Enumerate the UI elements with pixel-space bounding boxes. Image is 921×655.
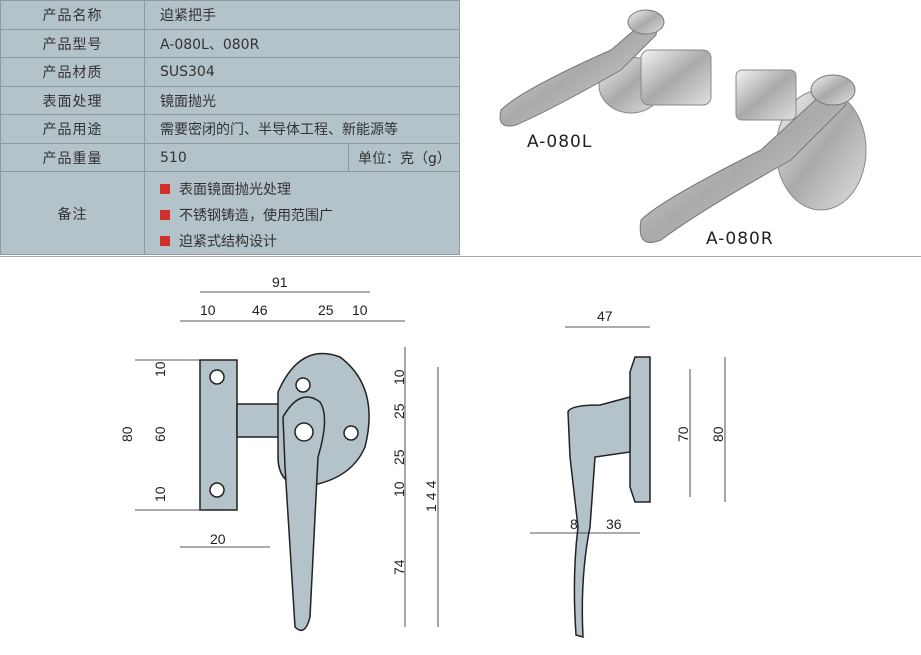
technical-drawing: 91 10 46 25 10 10 60 10 80 20 10 25 25 1… (119, 274, 726, 639)
bullet-square-icon (160, 184, 170, 194)
spec-row: 产品型号 A-080L、080R (1, 30, 459, 58)
spec-label: 产品型号 (1, 30, 145, 57)
spec-row: 产品名称迫紧把手 (1, 1, 459, 30)
bullet-square-icon (160, 236, 170, 246)
dim-46: 46 (252, 302, 268, 318)
dimension-lines (135, 291, 726, 627)
dim-10: 10 (200, 302, 216, 318)
note-item: 迫紧式结构设计 (160, 228, 333, 254)
note-text: 不锈钢铸造，使用范围广 (179, 208, 333, 224)
dim-10: 10 (391, 369, 407, 385)
dim-10: 10 (352, 302, 368, 318)
divider (0, 256, 921, 257)
note-text: 表面镜面抛光处理 (179, 182, 291, 198)
spec-value: 镜面抛光 (160, 93, 216, 110)
note-text: 迫紧式结构设计 (179, 234, 277, 250)
dim-47: 47 (597, 308, 613, 324)
note-item: 不锈钢铸造，使用范围广 (160, 202, 333, 228)
dim-70: 70 (675, 426, 691, 442)
spec-row: 表面处理镜面抛光 (1, 87, 459, 115)
handle-photo-image: A-080L A-080R (499, 9, 867, 249)
dim-10: 10 (391, 481, 407, 497)
notes-label: 备注 (1, 172, 145, 255)
label-a080l: A-080L (527, 132, 592, 152)
dim-25: 25 (318, 302, 334, 318)
dim-25: 25 (391, 403, 407, 419)
spec-label: 表面处理 (1, 87, 145, 114)
dim-91: 91 (272, 274, 288, 290)
spec-value: 需要密闭的门、半导体工程、新能源等 (160, 122, 398, 138)
dim-8: 8 (570, 516, 578, 532)
spec-row: 产品材质 SUS304 (1, 58, 459, 87)
dim-36: 36 (606, 516, 622, 532)
spec-table: 产品名称迫紧把手 产品型号 A-080L、080R 产品材质 SUS304 表面处理… (0, 0, 460, 255)
product-photo: A-080L A-080R (461, 0, 921, 255)
dim-80: 80 (710, 426, 726, 442)
spec-value: 510 (160, 149, 187, 166)
spec-row: 产品用途需要密闭的门、半导体工程、新能源等 (1, 115, 459, 144)
spec-label: 产品重量 (1, 144, 145, 171)
bullet-square-icon (160, 210, 170, 220)
spec-unit: 单位：克（g） (348, 144, 460, 171)
spec-label: 产品材质 (1, 58, 145, 86)
spec-label: 产品名称 (1, 1, 145, 29)
front-view (199, 352, 370, 632)
spec-value: SUS304 (160, 64, 215, 80)
spec-value: A-080L、080R (160, 36, 260, 53)
spec-label: 产品用途 (1, 115, 145, 143)
dim-74: 74 (391, 559, 407, 575)
label-a080r: A-080R (706, 229, 774, 249)
dim-20: 20 (210, 531, 226, 547)
spec-row: 产品重量 510 单位：克（g） (1, 144, 459, 172)
dim-80: 80 (119, 426, 135, 442)
dim-10: 10 (152, 361, 168, 377)
side-view (567, 356, 651, 639)
note-item: 表面镜面抛光处理 (160, 176, 333, 202)
spec-value: 迫紧把手 (160, 8, 216, 24)
dim-25: 25 (391, 449, 407, 465)
dim-144: 144 (423, 477, 439, 512)
notes-row: 备注 表面镜面抛光处理 不锈钢铸造，使用范围广 迫紧式结构设计 (1, 172, 459, 255)
dim-60: 60 (152, 426, 168, 442)
dim-10: 10 (152, 486, 168, 502)
